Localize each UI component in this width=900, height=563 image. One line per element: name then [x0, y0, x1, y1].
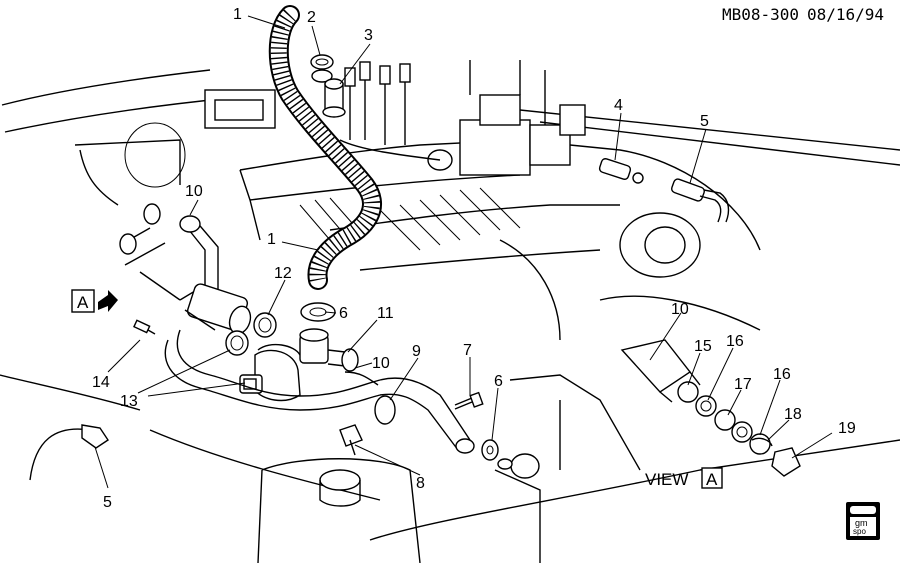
hose-clamp-part-2: [310, 54, 334, 83]
callout-5-upper: 5: [700, 113, 709, 130]
hose-part-10-lower: [164, 329, 381, 411]
callout-5-lower: 5: [103, 494, 112, 511]
washer-part-6-lower: [481, 439, 499, 461]
view-a-detail: [620, 339, 801, 477]
callout-15: 15: [694, 338, 712, 355]
drawing-date: 08/16/94: [807, 5, 884, 24]
valve-body-left: [184, 283, 252, 335]
corrugated-air-hose: [268, 5, 382, 290]
callout-18: 18: [784, 406, 802, 423]
view-a-label: VIEW A: [645, 467, 723, 489]
view-label-text: VIEW: [645, 470, 688, 489]
callout-7: 7: [463, 342, 472, 359]
callout-12: 12: [274, 265, 292, 282]
callout-3: 3: [364, 27, 373, 44]
drawing-id: MB08-300: [722, 5, 799, 24]
bolt-part-14: [133, 319, 156, 335]
fitting-lower: [497, 453, 540, 479]
hose-part-9: [374, 377, 475, 454]
pipe-assembly-part-10: [119, 203, 219, 307]
check-valve-part-4: [598, 158, 644, 184]
callout-17: 17: [734, 376, 752, 393]
logo-line1: gm: [855, 518, 868, 528]
callout-6-upper: 6: [339, 305, 348, 322]
callout-19: 19: [838, 420, 856, 437]
bolt-part-7: [454, 391, 484, 410]
callout-4: 4: [614, 97, 623, 114]
callout-16-upper: 16: [726, 333, 744, 350]
svg-text:A: A: [77, 293, 89, 312]
washer-part-6-upper: [300, 302, 336, 322]
clamp-part-12: [253, 312, 277, 338]
callout-2: 2: [307, 9, 316, 26]
callout-16-lower: 16: [773, 366, 791, 383]
solenoid-valve: [239, 349, 301, 402]
callout-8: 8: [416, 475, 425, 492]
valve-body-part-11: [257, 328, 359, 372]
valve-part-3: [322, 78, 346, 118]
callout-1-upper: 1: [233, 6, 242, 23]
callout-11: 11: [377, 305, 394, 322]
callout-10-upper: 10: [185, 183, 203, 200]
callout-13: 13: [120, 393, 138, 410]
engine-intake-manifold: [204, 60, 761, 341]
gm-spo-logo: gm spo: [846, 502, 880, 540]
leader-lines: [94, 15, 833, 489]
clamp-part-13: [225, 330, 249, 356]
callout-6-lower: 6: [494, 373, 503, 390]
logo-line2: spo: [853, 527, 866, 536]
callout-10-middle: 10: [372, 355, 390, 372]
callout-1-lower: 1: [267, 231, 276, 248]
view-label-letter: A: [706, 470, 718, 489]
hose-part-5-lower: [29, 424, 109, 481]
callout-numbers: 1 2 3 4 5 1 10 12 6 11 10 9 7 6 8 14 13 …: [92, 6, 856, 511]
callout-14: 14: [92, 374, 110, 391]
callout-9: 9: [412, 343, 421, 360]
coolant-reservoir: [257, 458, 421, 563]
hose-part-5-upper: [670, 178, 730, 223]
view-a-pointer: A: [71, 289, 118, 313]
clip-part-8: [339, 424, 363, 456]
callout-10-view: 10: [671, 301, 689, 318]
